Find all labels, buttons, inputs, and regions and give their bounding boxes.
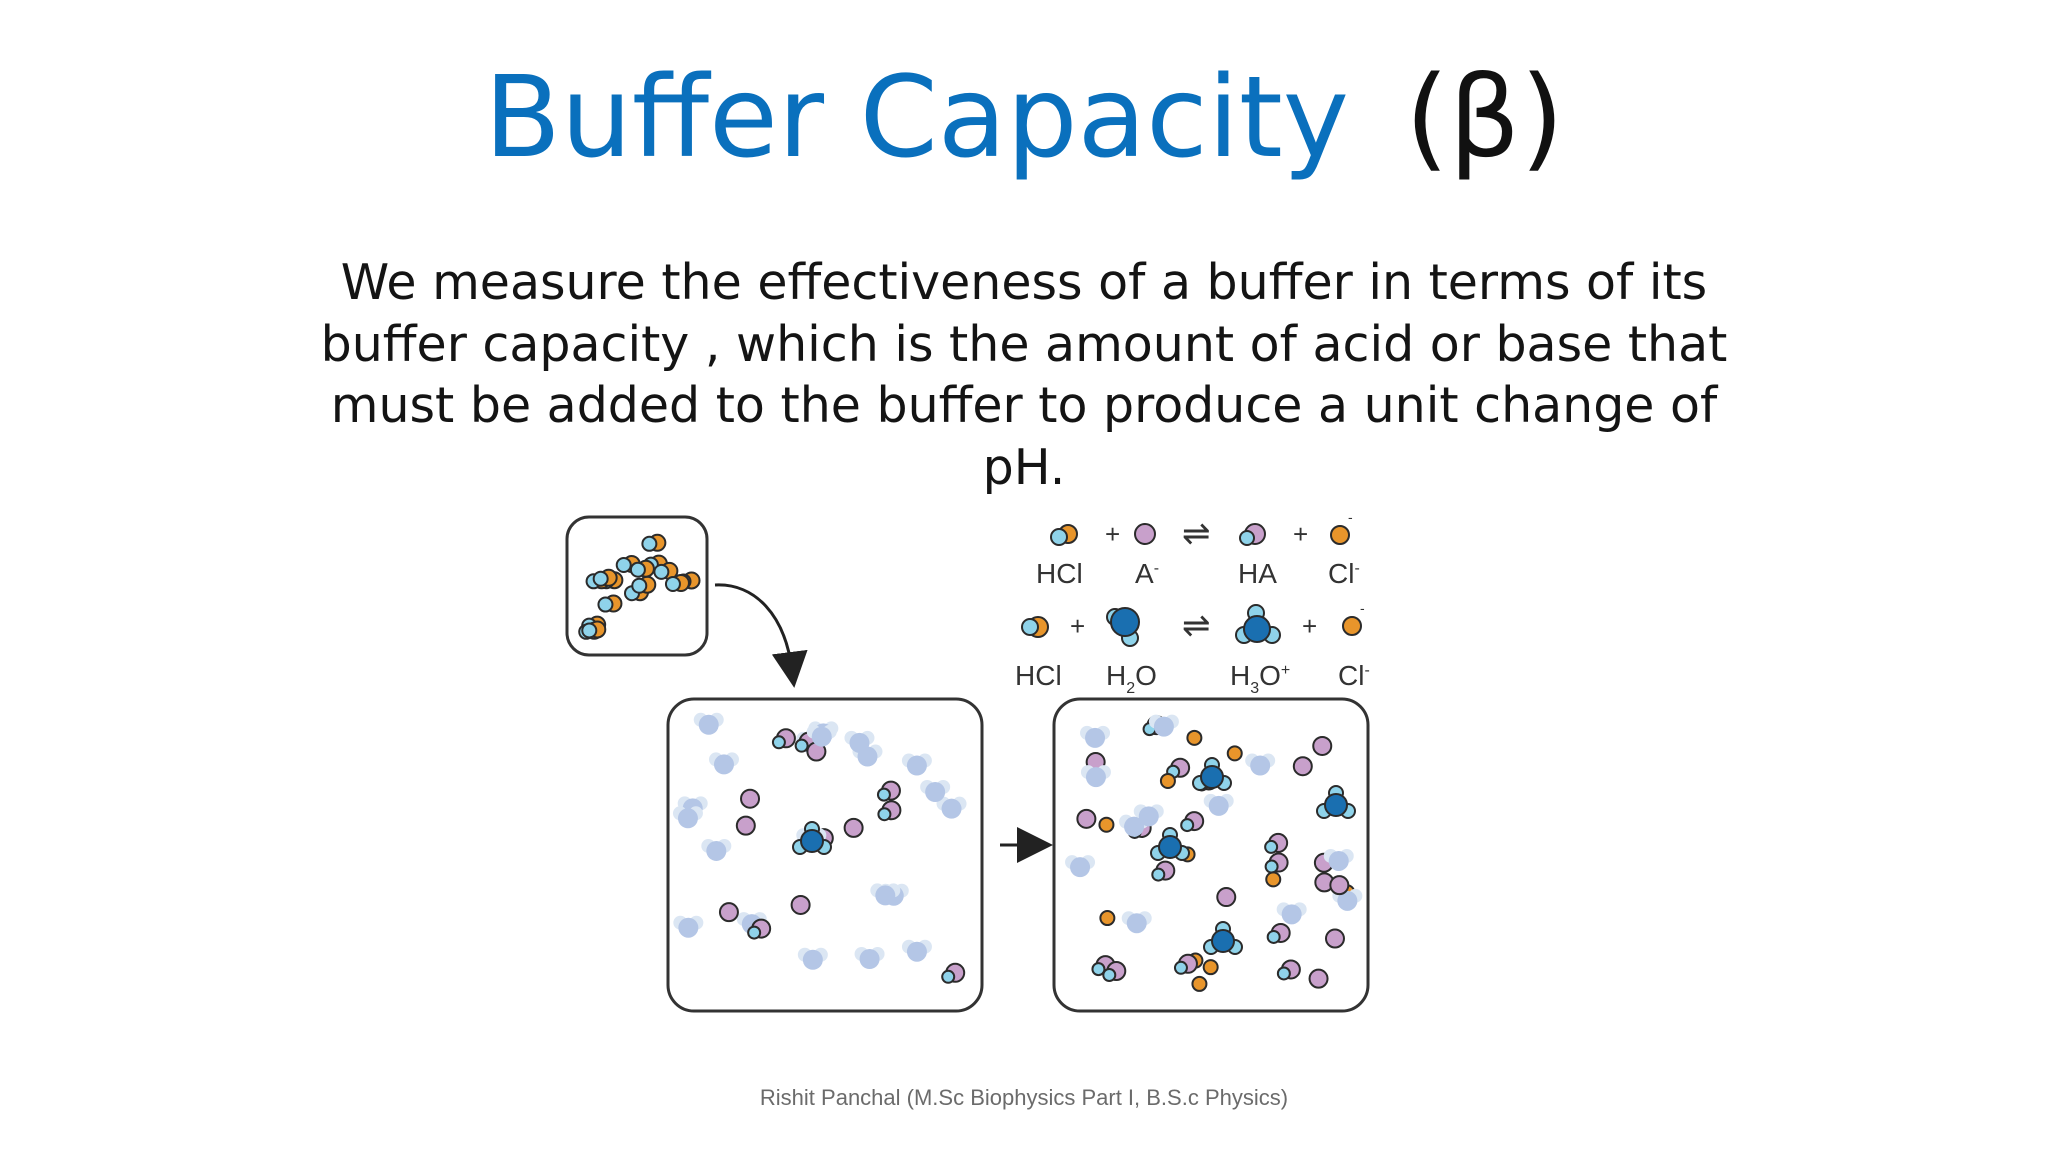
- slide-title: Buffer Capacity (β): [0, 52, 2048, 184]
- label-h3o-plus: H3O+: [1230, 660, 1290, 697]
- title-beta-symbol: (β): [1405, 53, 1564, 183]
- definition-line-1: We measure the effectiveness of a buffer…: [340, 254, 1708, 311]
- water-molecule-icon: [1106, 607, 1140, 647]
- definition-line-2: buffer capacity , which is the amount of…: [320, 315, 1728, 373]
- reaction-1: + ⇌ + - HCl A- HA Cl-: [1036, 509, 1360, 589]
- reaction2-equilibrium: ⇌: [1182, 607, 1211, 645]
- a-minus-icon: [1134, 523, 1156, 545]
- label-ha: HA: [1238, 558, 1277, 589]
- definition-line-3: must be added to the buffer to produce a…: [330, 377, 1718, 434]
- title-text: Buffer Capacity: [484, 53, 1350, 183]
- hcl-molecule-icon: [1021, 616, 1049, 638]
- label-h2o: H2O: [1106, 660, 1157, 697]
- curved-arrow: [714, 583, 808, 688]
- label-a: A-: [1135, 558, 1159, 589]
- definition-line-4: pH.: [982, 438, 1066, 496]
- buffer-diagram: + ⇌ + - HCl A- HA Cl-: [560, 505, 1390, 1035]
- definition-text: We measure the effectiveness of a buffer…: [250, 252, 1798, 498]
- reaction2-plus-1: +: [1070, 611, 1085, 641]
- reaction1-plus-2: +: [1293, 519, 1308, 549]
- reaction1-equilibrium: ⇌: [1182, 515, 1211, 553]
- buffer-before-box: [666, 697, 984, 1013]
- label-hcl-1: HCl: [1036, 558, 1083, 589]
- buffer-before-particles: [672, 712, 967, 984]
- cl-minus-icon: [1342, 616, 1362, 636]
- reaction-2: + ⇌ + - HCl H2O H3O+: [1015, 600, 1370, 697]
- label-cl-1: Cl-: [1328, 558, 1360, 589]
- buffer-diagram-svg: + ⇌ + - HCl A- HA Cl-: [565, 509, 1370, 1013]
- reaction1-plus-1: +: [1105, 519, 1120, 549]
- footer-author: Rishit Panchal (M.Sc Biophysics Part I, …: [759, 1085, 1289, 1110]
- ha-molecule-icon: [1239, 523, 1266, 546]
- cl-minus-icon: [1330, 525, 1350, 545]
- cl-minus-charge: -: [1360, 600, 1365, 616]
- hcl-molecule-icon: [1050, 524, 1078, 546]
- reaction2-plus-2: +: [1302, 611, 1317, 641]
- label-cl-2: Cl-: [1338, 660, 1370, 691]
- hydronium-molecule-icon: [1235, 604, 1281, 644]
- cl-minus-charge: -: [1348, 509, 1353, 525]
- label-hcl-2: HCl: [1015, 660, 1062, 691]
- hcl-inset-particles: [578, 533, 701, 640]
- buffer-after-particles: [1065, 714, 1363, 992]
